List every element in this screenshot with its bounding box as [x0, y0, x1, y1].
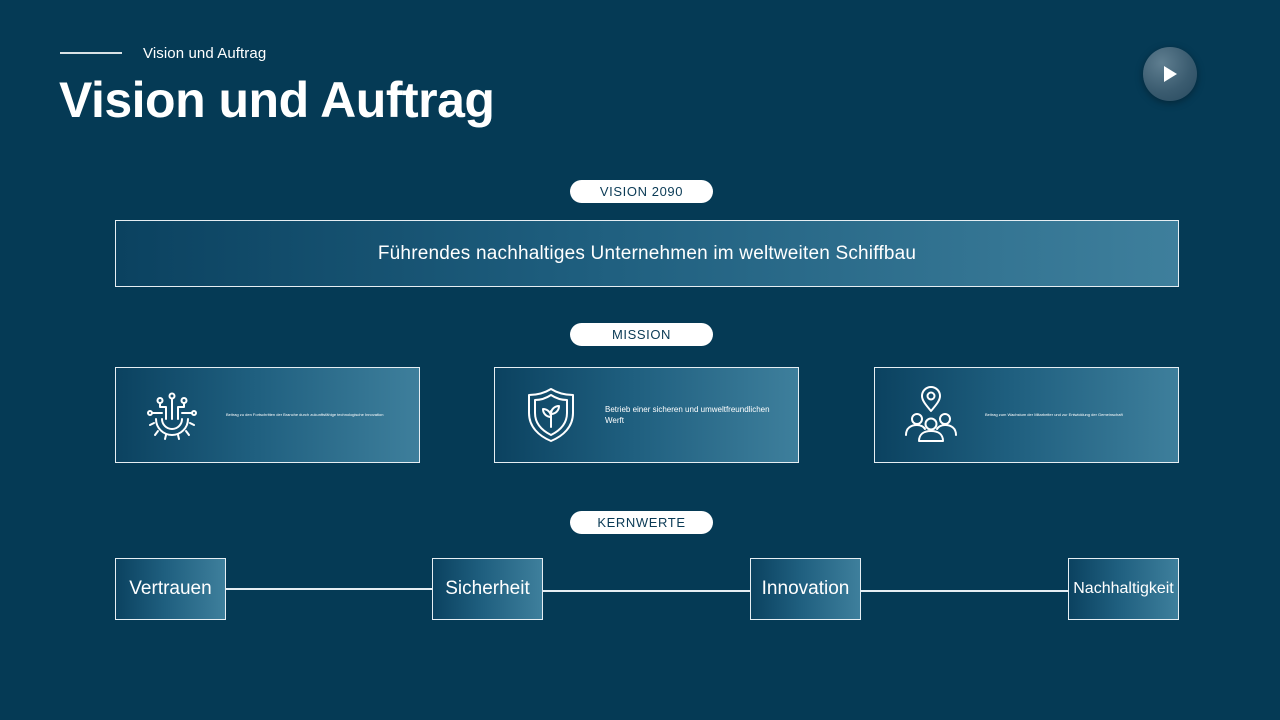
- value-connector: [543, 590, 750, 592]
- core-value-sustainability: Nachhaltigkeit: [1068, 558, 1179, 620]
- value-connector: [861, 590, 1068, 592]
- page-title: Vision und Auftrag: [59, 72, 495, 128]
- core-value-label: Sicherheit: [445, 578, 530, 599]
- mission-card-safety: Betrieb einer sicheren und umweltfreundl…: [494, 367, 799, 463]
- value-connector: [226, 588, 432, 590]
- play-button[interactable]: [1143, 47, 1197, 101]
- shield-leaf-icon: [521, 385, 581, 445]
- core-value-label: Innovation: [761, 578, 850, 599]
- eyebrow-line: [60, 52, 122, 54]
- core-value-trust: Vertrauen: [115, 558, 226, 620]
- mission-text: Betrieb einer sicheren und umweltfreundl…: [605, 405, 770, 425]
- core-values-label-pill: KERNWERTE: [570, 511, 713, 534]
- vision-statement: Führendes nachhaltiges Unternehmen im we…: [377, 242, 917, 264]
- vision-label-pill: VISION 2090: [570, 180, 713, 203]
- mission-text: Beitrag zu den Fortschritten der Branche…: [226, 412, 384, 417]
- gear-circuit-icon: [142, 385, 202, 445]
- core-value-innovation: Innovation: [750, 558, 861, 620]
- mission-text: Beitrag zum Wachstum der Mitarbeiter und…: [985, 412, 1123, 417]
- mission-card-community: Beitrag zum Wachstum der Mitarbeiter und…: [874, 367, 1179, 463]
- mission-label-pill: MISSION: [570, 323, 713, 346]
- core-value-safety: Sicherheit: [432, 558, 543, 620]
- play-icon: [1164, 66, 1177, 82]
- mission-card-innovation: Beitrag zu den Fortschritten der Branche…: [115, 367, 420, 463]
- core-value-label: Nachhaltigkeit: [1073, 580, 1174, 597]
- vision-statement-box: Führendes nachhaltiges Unternehmen im we…: [115, 220, 1179, 287]
- people-location-icon: [901, 385, 961, 445]
- section-eyebrow: Vision und Auftrag: [143, 45, 267, 62]
- core-value-label: Vertrauen: [129, 578, 212, 599]
